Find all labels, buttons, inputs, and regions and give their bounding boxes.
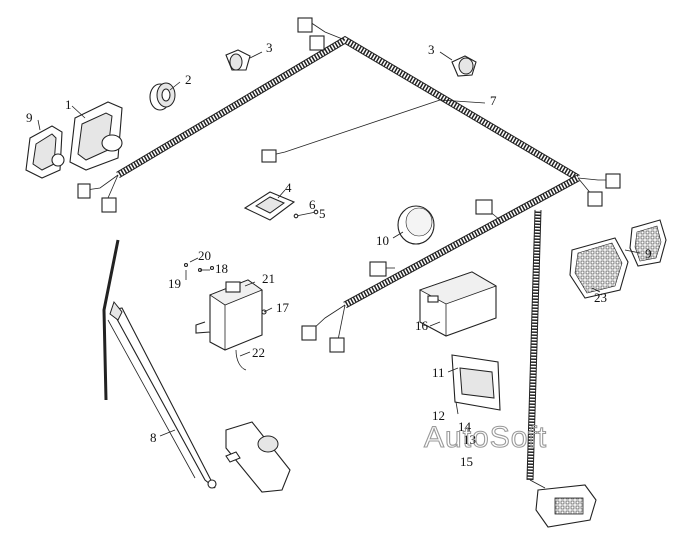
combination-lamp: [569, 237, 629, 299]
callout-22: 22: [252, 345, 265, 360]
wiper-assembly: [102, 239, 217, 489]
callout-1: 1: [65, 97, 72, 112]
watermark: AutoSoft: [424, 421, 547, 454]
lower-left-connector-b: [329, 337, 345, 353]
control-box: [419, 271, 497, 337]
callout-labels: 1 2 3 3 4 5 6 7 8 9 9 10 11 12 13 14 15 …: [26, 40, 652, 469]
rear-lamp-housing: [69, 101, 123, 171]
callout-13: 13: [463, 432, 476, 447]
switch-left: [225, 49, 251, 71]
branch-connector: [261, 149, 277, 163]
mid-connector: [475, 199, 493, 215]
leader-lines: [37, 51, 641, 437]
callout-19: 19: [168, 276, 181, 291]
callout-20: 20: [198, 248, 211, 263]
callout-3-left: 3: [266, 40, 273, 55]
top-connector-b: [309, 35, 325, 51]
callout-4: 4: [285, 180, 292, 195]
left-connector-a: [77, 183, 91, 199]
callout-7: 7: [490, 93, 497, 108]
rear-lamp-gasket: [25, 125, 65, 179]
plate-with-socket: [243, 191, 296, 221]
right-connector-b: [587, 191, 603, 207]
dome-lamp: [397, 205, 435, 245]
small-fasteners: [183, 262, 215, 273]
wiper-motor: [225, 421, 291, 493]
callout-5: 5: [319, 206, 326, 221]
callout-10: 10: [376, 233, 389, 248]
callout-12: 12: [432, 408, 445, 423]
callout-18: 18: [215, 261, 228, 276]
callout-3-right: 3: [428, 42, 435, 57]
callout-15: 15: [460, 454, 473, 469]
wiring-harness: [77, 17, 621, 528]
mounting-bracket: [451, 354, 501, 411]
callout-6: 6: [309, 197, 316, 212]
left-connector-b: [101, 197, 117, 213]
callout-16: 16: [415, 318, 429, 333]
callout-9-left: 9: [26, 110, 33, 125]
callout-2: 2: [185, 72, 192, 87]
callout-14: 14: [458, 419, 472, 434]
relay-module: [195, 279, 267, 371]
callout-8: 8: [150, 430, 157, 445]
grommet: [149, 82, 176, 111]
top-connector-a: [297, 17, 313, 33]
callout-21: 21: [262, 271, 275, 286]
lower-mid-connector: [369, 261, 387, 277]
switch-right: [451, 55, 477, 77]
callout-17: 17: [276, 300, 290, 315]
right-connector-a: [605, 173, 621, 189]
main-multipin-connector: [529, 479, 597, 528]
screw-12: [455, 401, 459, 415]
lower-left-connector-a: [301, 325, 317, 341]
combination-lamp-gasket: [629, 219, 667, 267]
callout-23: 23: [594, 290, 607, 305]
clip: [293, 209, 319, 219]
callout-11: 11: [432, 365, 445, 380]
callout-9-right: 9: [645, 246, 652, 261]
